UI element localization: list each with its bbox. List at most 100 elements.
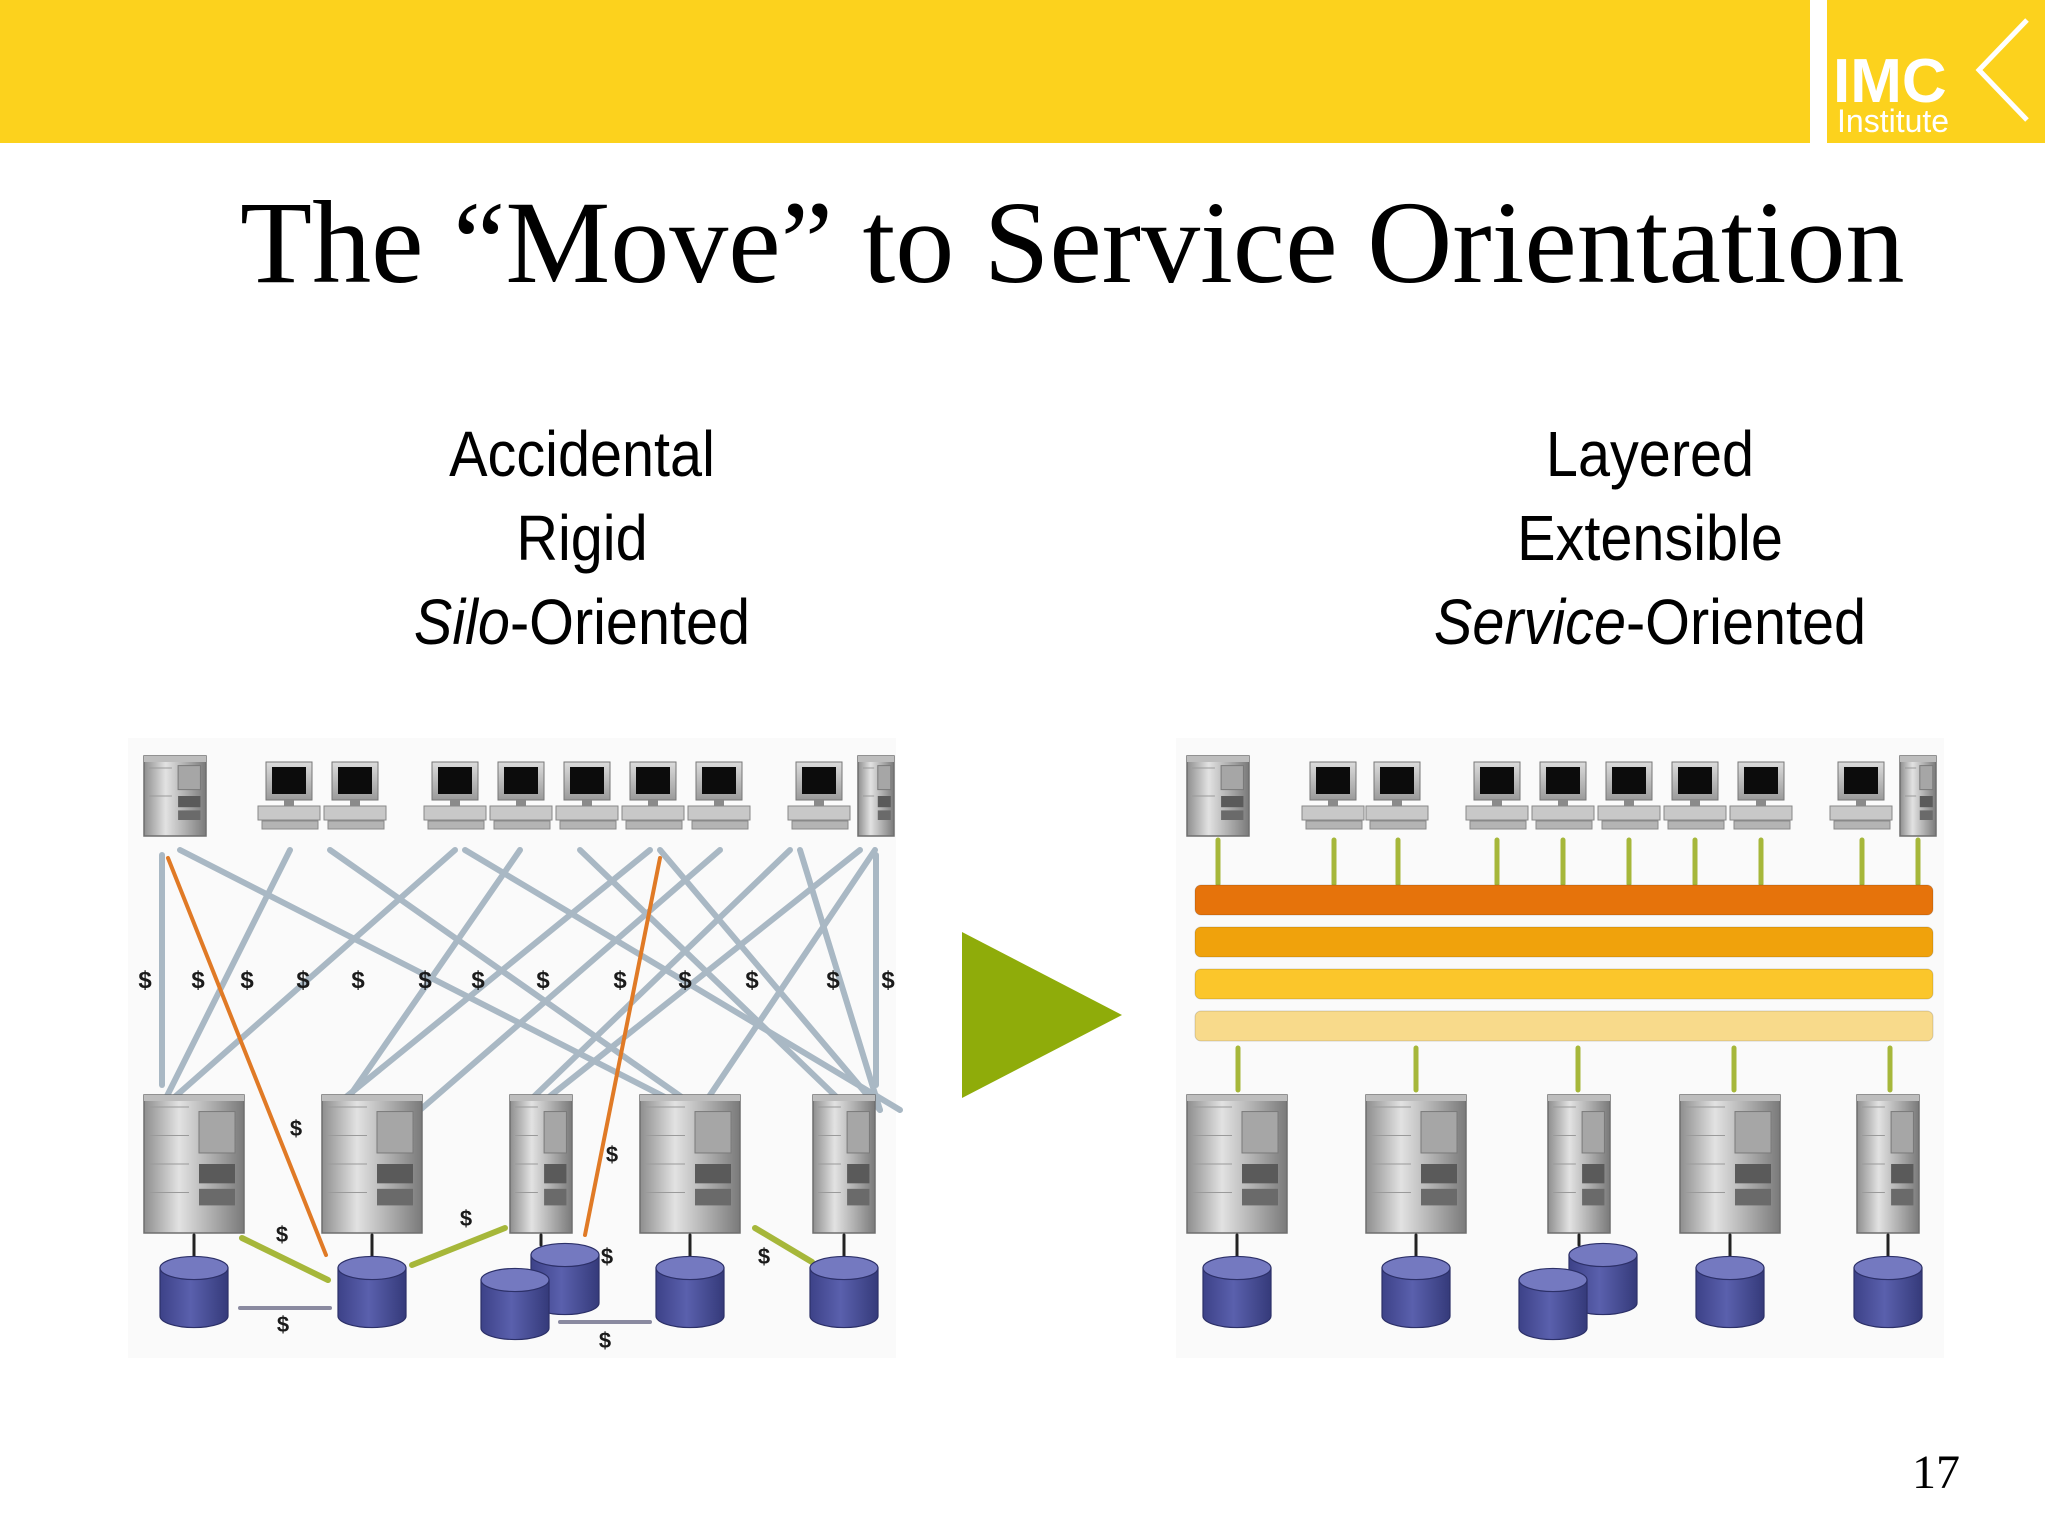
server-tower-icon xyxy=(1186,755,1250,837)
silo-link xyxy=(327,847,653,1113)
link-cost-label: $ xyxy=(351,967,365,994)
service-layer-bar xyxy=(1194,968,1934,1000)
link-cost-label: $ xyxy=(678,967,692,994)
transition-arrow xyxy=(962,932,1122,1098)
desktop-pc-icon xyxy=(555,761,619,830)
right-line-3: Service-Oriented xyxy=(1371,580,1929,664)
left-column-text: Accidental Rigid Silo-Oriented xyxy=(303,412,861,664)
logo-text-sub: Institute xyxy=(1837,103,1949,139)
left-line-2: Rigid xyxy=(516,502,648,574)
desktop-pc-icon xyxy=(323,761,387,830)
server-tower-icon xyxy=(1547,1094,1611,1234)
server-tower-icon xyxy=(1856,1094,1920,1234)
left-line-3-rest: -Oriented xyxy=(509,586,751,658)
desktop-pc-icon xyxy=(1465,761,1529,830)
service-layer-bar xyxy=(1194,884,1934,916)
silo-link xyxy=(157,847,458,1113)
link-cost-label: $ xyxy=(191,967,205,994)
server-tower-icon xyxy=(509,1094,573,1234)
database-icon xyxy=(480,1267,550,1341)
silo-link-green xyxy=(409,1225,508,1268)
database-icon xyxy=(337,1255,407,1329)
desktop-pc-icon xyxy=(1829,761,1893,830)
right-line-2: Extensible xyxy=(1517,502,1783,574)
server-tower-icon xyxy=(143,755,207,837)
silo-link xyxy=(577,847,853,1113)
desktop-pc-icon xyxy=(787,761,851,830)
silo-link xyxy=(517,847,793,1113)
link-cost-label: $ xyxy=(536,967,550,994)
server-tower-icon xyxy=(812,1094,876,1234)
desktop-pc-icon xyxy=(1531,761,1595,830)
silo-link xyxy=(327,847,703,1113)
database-icon xyxy=(1381,1255,1451,1329)
server-tower-icon xyxy=(1899,755,1937,837)
silo-link xyxy=(157,847,293,1113)
right-column-text: Layered Extensible Service-Oriented xyxy=(1371,412,1929,664)
database-icon xyxy=(809,1255,879,1329)
left-line-3: Silo-Oriented xyxy=(303,580,861,664)
database-icon xyxy=(1518,1267,1588,1341)
database-icon xyxy=(1202,1255,1272,1329)
link-cost-label: $ xyxy=(601,1244,613,1269)
logo-text-main: IMC xyxy=(1833,47,1947,116)
link-cost-label: $ xyxy=(296,967,310,994)
silo-link xyxy=(462,847,903,1113)
service-layer-bar xyxy=(1194,926,1934,958)
link-cost-label: $ xyxy=(881,967,895,994)
link-cost-label: $ xyxy=(418,967,432,994)
service-layer-bar xyxy=(1194,1010,1934,1042)
left-line-1: Accidental xyxy=(449,418,715,490)
imc-institute-logo: IMC Institute xyxy=(1827,0,2045,143)
silo-link xyxy=(797,847,883,1113)
link-cost-label: $ xyxy=(290,1116,302,1141)
link-cost-label: $ xyxy=(460,1206,472,1231)
link-cost-label: $ xyxy=(138,967,152,994)
desktop-pc-icon xyxy=(1729,761,1793,830)
silo-link xyxy=(417,847,723,1113)
desktop-pc-icon xyxy=(423,761,487,830)
database-icon xyxy=(655,1255,725,1329)
link-cost-label: $ xyxy=(606,1142,618,1167)
desktop-pc-icon xyxy=(1301,761,1365,830)
silo-link xyxy=(517,847,863,1123)
diagram-background xyxy=(128,738,896,1358)
desktop-pc-icon xyxy=(257,761,321,830)
silo-link-highlight xyxy=(583,856,662,1237)
slide-title: The “Move” to Service Orientation xyxy=(240,177,1905,308)
link-cost-label: $ xyxy=(471,967,485,994)
desktop-pc-icon xyxy=(1597,761,1661,830)
play-arrow-icon xyxy=(962,932,1122,1098)
silo-link xyxy=(657,847,883,1113)
layered-diagram xyxy=(1176,738,1944,1358)
link-cost-label: $ xyxy=(277,1312,289,1337)
link-cost-label: $ xyxy=(758,1244,770,1269)
desktop-pc-icon xyxy=(489,761,553,830)
right-line-3-italic: Service xyxy=(1433,586,1626,658)
server-tower-icon xyxy=(1365,1094,1467,1234)
server-tower-icon xyxy=(321,1094,423,1234)
server-tower-icon xyxy=(857,755,895,837)
server-tower-icon xyxy=(143,1094,245,1234)
silo-link xyxy=(337,847,523,1113)
server-tower-icon xyxy=(1679,1094,1781,1234)
silo-link xyxy=(697,847,878,1113)
silo-link-highlight xyxy=(166,856,328,1257)
silo-link-green xyxy=(752,1225,815,1265)
database-icon xyxy=(159,1255,229,1329)
database-icon xyxy=(1853,1255,1923,1329)
server-tower-icon xyxy=(1186,1094,1288,1234)
link-cost-label: $ xyxy=(599,1328,611,1353)
silo-link-green xyxy=(239,1235,331,1283)
desktop-pc-icon xyxy=(1365,761,1429,830)
link-cost-label: $ xyxy=(613,967,627,994)
link-cost-label: $ xyxy=(745,967,759,994)
desktop-pc-icon xyxy=(687,761,751,830)
link-cost-label: $ xyxy=(826,967,840,994)
link-cost-label: $ xyxy=(240,967,254,994)
slide-number: 17 xyxy=(1912,1446,1960,1499)
header-bar xyxy=(0,0,1810,143)
right-line-3-rest: -Oriented xyxy=(1625,586,1867,658)
server-tower-icon xyxy=(639,1094,741,1234)
